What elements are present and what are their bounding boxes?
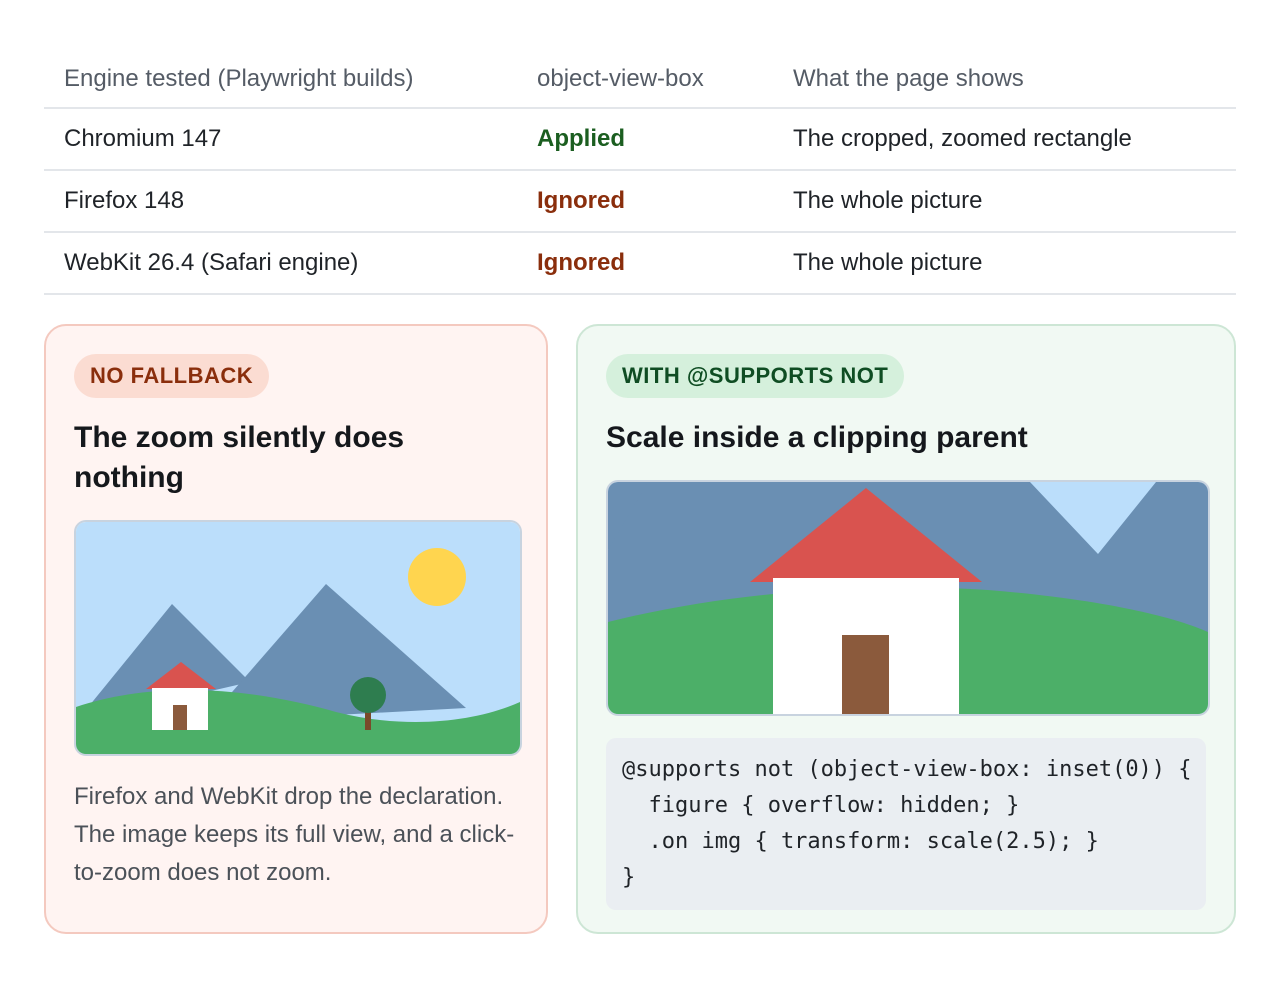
sun-icon [408, 548, 466, 606]
no-fallback-description: Firefox and WebKit drop the declaration.… [74, 783, 515, 886]
house-roof-icon [750, 488, 982, 582]
engine-support-table: Engine tested (Playwright builds) object… [44, 50, 1236, 295]
no-fallback-title: The zoom silently does nothing [74, 421, 405, 494]
no-fallback-badge: NO FALLBACK [74, 354, 270, 398]
table-header-row: Engine tested (Playwright builds) object… [44, 50, 1236, 109]
with-supports-badge: WITH @SUPPORTS NOT [606, 354, 905, 398]
mountain-right [206, 584, 466, 722]
tree-trunk [365, 707, 371, 730]
column-header-engine: Engine tested (Playwright builds) [44, 50, 517, 109]
house-door [842, 635, 889, 714]
engine-cell: WebKit 26.4 (Safari engine) [44, 232, 517, 295]
table-row: Chromium 147 Applied The cropped, zoomed… [44, 108, 1236, 171]
engine-cell: Chromium 147 [44, 108, 517, 171]
with-supports-title: Scale inside a clipping parent [606, 421, 1028, 454]
result-cell: The cropped, zoomed rectangle [773, 108, 1236, 171]
zoomed-landscape-image[interactable] [606, 480, 1210, 716]
status-cell: Ignored [517, 232, 773, 295]
with-supports-card: WITH @SUPPORTS NOT Scale inside a clippi… [576, 324, 1236, 934]
status-cell: Ignored [517, 170, 773, 233]
house-roof-icon [146, 662, 216, 689]
table-row: WebKit 26.4 (Safari engine) Ignored The … [44, 232, 1236, 295]
house-door [173, 705, 187, 730]
status-cell: Applied [517, 108, 773, 171]
engine-cell: Firefox 148 [44, 170, 517, 233]
tree-icon [350, 677, 386, 713]
table-row: Firefox 148 Ignored The whole picture [44, 170, 1236, 233]
no-fallback-card: NO FALLBACK The zoom silently does nothi… [44, 324, 548, 934]
column-header-object-view-box: object-view-box [517, 50, 773, 109]
full-landscape-image[interactable] [74, 520, 522, 756]
mountain-left [76, 604, 250, 722]
column-header-result: What the page shows [773, 50, 1236, 109]
supports-code-block: @supports not (object-view-box: inset(0)… [606, 738, 1206, 910]
result-cell: The whole picture [773, 232, 1236, 295]
result-cell: The whole picture [773, 170, 1236, 233]
